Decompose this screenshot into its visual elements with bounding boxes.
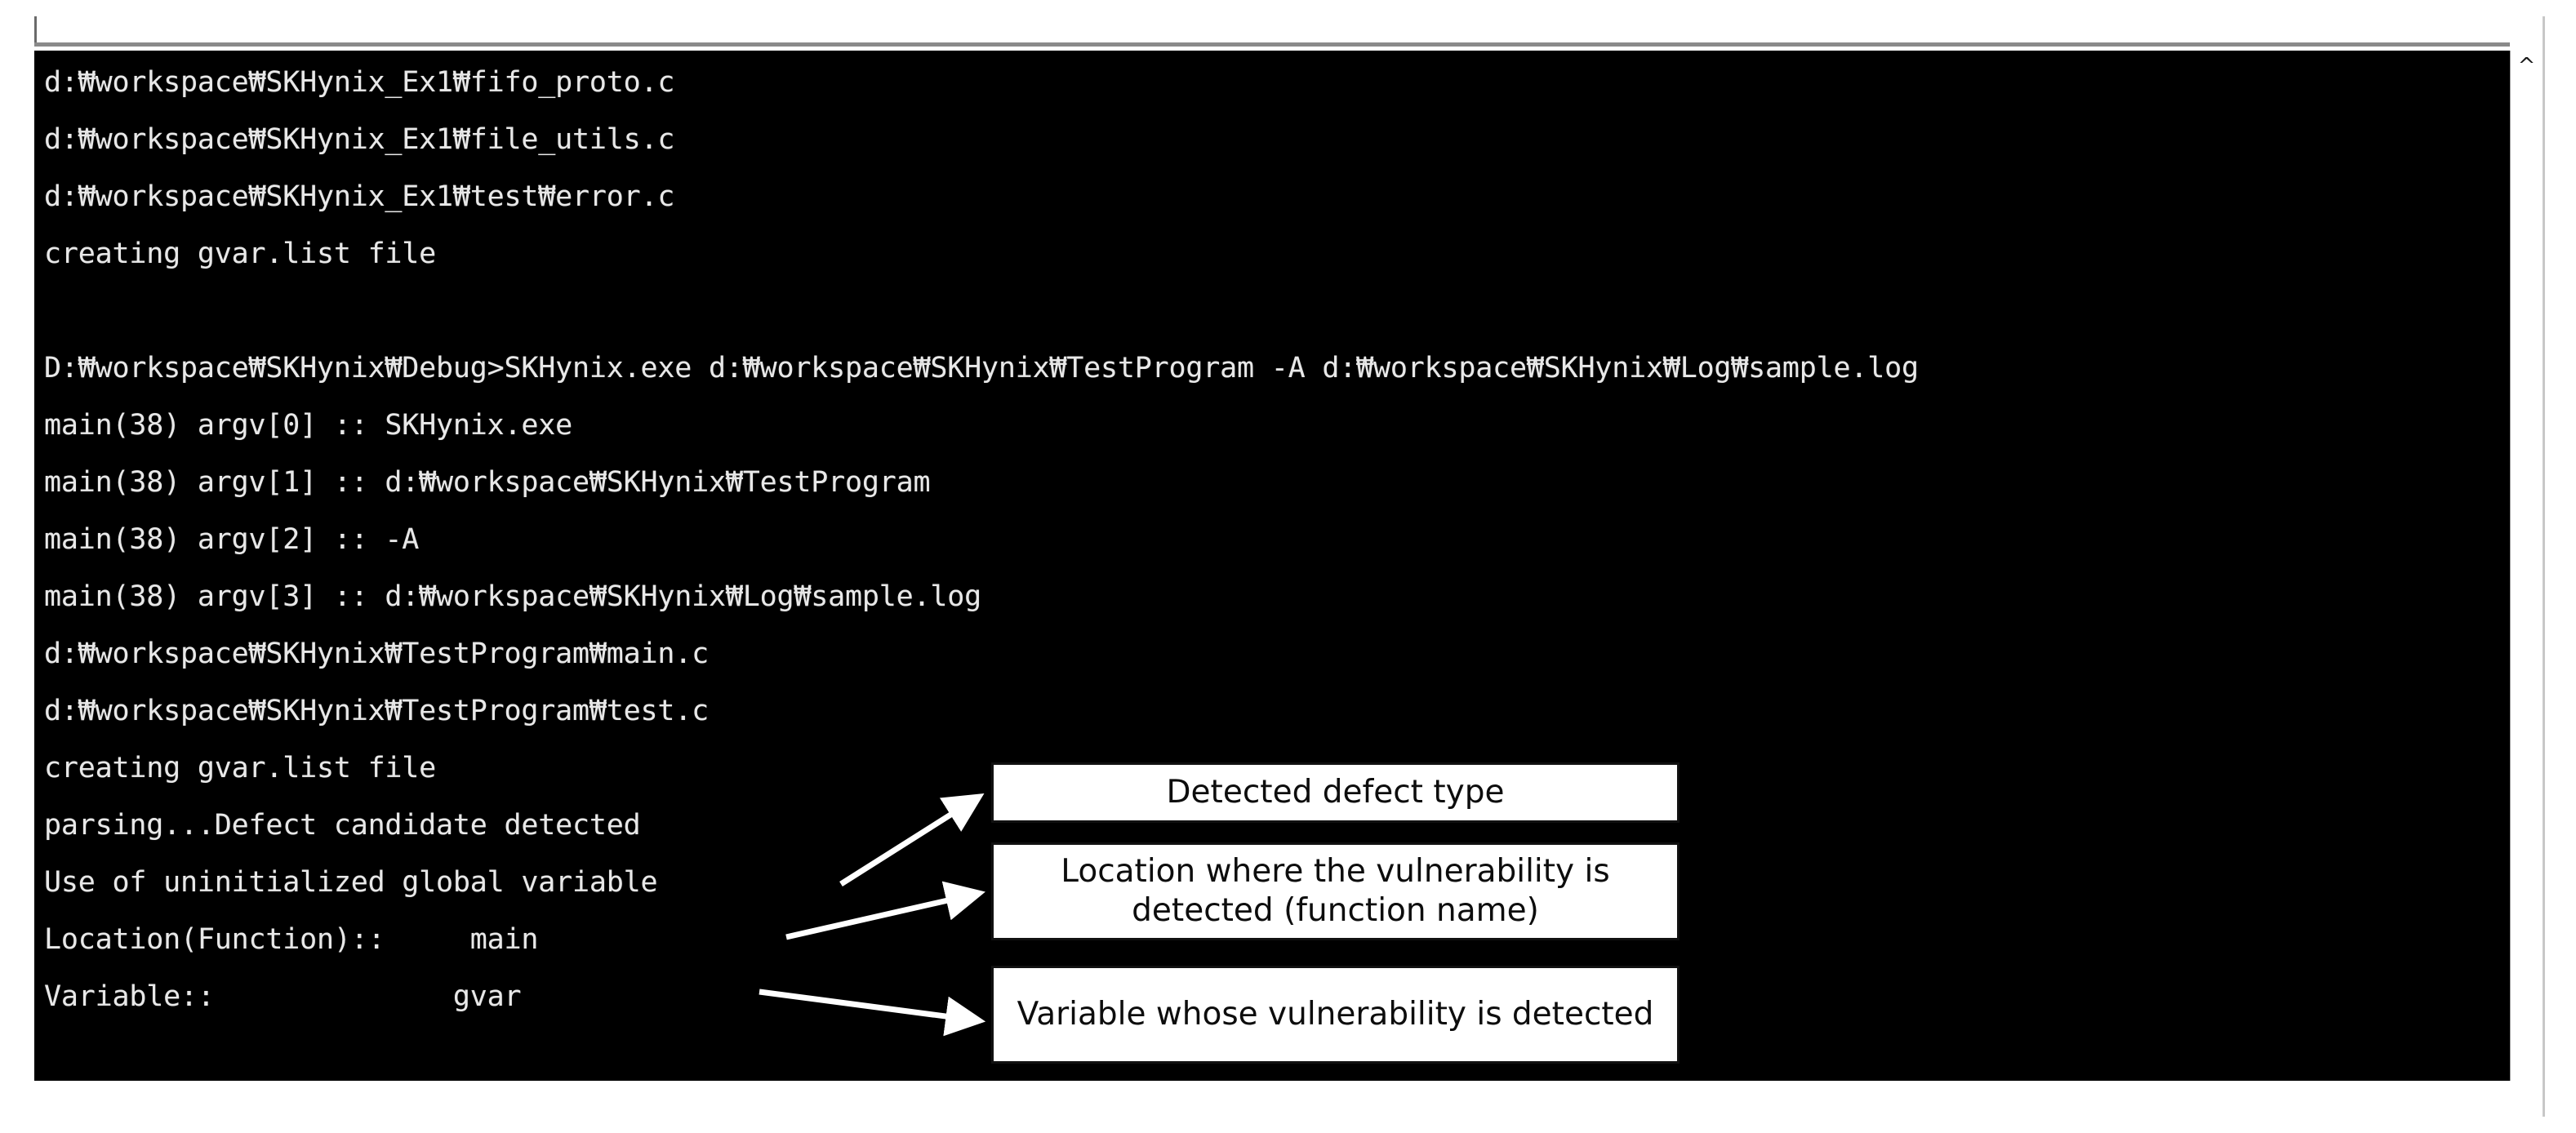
console-line-argv-1: main(38) argv[1] :: d:₩workspace₩SKHynix… — [44, 466, 931, 499]
chevron-up-icon: ^ — [2517, 54, 2536, 78]
console-line-creating-gvar-1: creating gvar.list file — [44, 238, 437, 270]
console-line-main-c: d:₩workspace₩SKHynix₩TestProgram₩main.c — [44, 638, 709, 670]
console-line-blank — [44, 282, 2436, 340]
scroll-up-button[interactable]: ^ — [2511, 51, 2543, 82]
text-caret — [34, 16, 37, 44]
console-line-location: Location(Function):: main — [44, 923, 539, 956]
console-line-parsing: parsing...Defect candidate detected — [44, 809, 641, 842]
callout-vulnerability-location: Location where the vulnerability is dete… — [991, 842, 1680, 940]
console-line-defect-type: Use of uninitialized global variable — [44, 866, 658, 899]
window-left-edge — [29, 24, 34, 1081]
scrollbar-track[interactable] — [2511, 82, 2543, 1081]
vertical-scrollbar[interactable]: ^ — [2510, 51, 2543, 1081]
console-line-test-c: d:₩workspace₩SKHynix₩TestProgram₩test.c — [44, 695, 709, 727]
console-line-variable: Variable:: gvar — [44, 980, 522, 1013]
console-line-fifo-proto: d:₩workspace₩SKHynix_Ex1₩fifo_proto.c — [44, 66, 675, 99]
window-top-edge — [34, 42, 2510, 47]
console-line-argv-3: main(38) argv[3] :: d:₩workspace₩SKHynix… — [44, 580, 981, 613]
console-output: d:₩workspace₩SKHynix_Ex1₩fifo_proto.c d:… — [44, 54, 2436, 1025]
console-line-creating-gvar-2: creating gvar.list file — [44, 752, 437, 784]
console-line-test-error: d:₩workspace₩SKHynix_Ex1₩test₩error.c — [44, 180, 675, 213]
console-line-argv-0: main(38) argv[0] :: SKHynix.exe — [44, 409, 573, 442]
console-line-file-utils: d:₩workspace₩SKHynix_Ex1₩file_utils.c — [44, 123, 675, 156]
console-line-command: D:₩workspace₩SKHynix₩Debug>SKHynix.exe d… — [44, 352, 1919, 384]
console-line-argv-2: main(38) argv[2] :: -A — [44, 523, 420, 556]
callout-detected-defect-type: Detected defect type — [991, 762, 1680, 823]
callout-vulnerable-variable: Variable whose vulnerability is detected — [991, 966, 1680, 1064]
window-right-edge — [2543, 16, 2545, 1117]
